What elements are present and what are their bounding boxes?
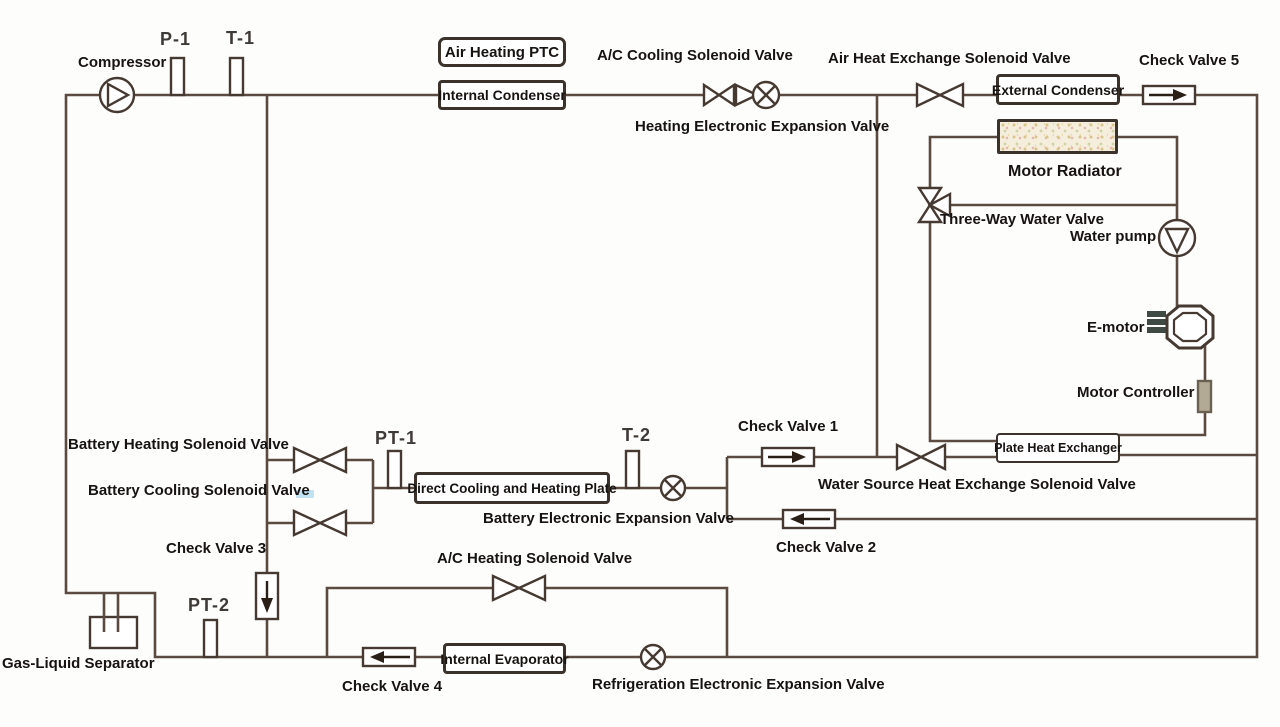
- compressor-symbol: [98, 76, 136, 114]
- check-valve-3-symbol: [254, 571, 280, 621]
- sensor-t2: [624, 449, 641, 490]
- air-heat-exchange-solenoid-valve-symbol: [915, 82, 965, 108]
- water-source-solenoid-valve-symbol: [895, 443, 947, 471]
- heating-eev-label: Heating Electronic Expansion Valve: [635, 118, 890, 135]
- ac-cooling-solenoid-label: A/C Cooling Solenoid Valve: [597, 47, 793, 64]
- gas-liquid-separator-label: Gas-Liquid Separator: [2, 655, 155, 672]
- p1-label: P-1: [160, 29, 192, 49]
- three-way-water-valve-label: Three-Way Water Valve: [940, 211, 1104, 228]
- pt2-label: PT-2: [188, 595, 231, 615]
- gas-liquid-separator-symbol: [88, 615, 139, 650]
- highlight-artifact: [296, 490, 314, 498]
- compressor-label: Compressor: [78, 54, 167, 71]
- check-valve-4-label: Check Valve 4: [342, 678, 443, 695]
- sensor-pt2: [202, 618, 219, 659]
- e-motor-label: E-motor: [1087, 319, 1145, 336]
- separator-tubes: [102, 593, 120, 632]
- check-valve-5-symbol: [1141, 84, 1197, 106]
- three-way-water-valve-symbol: [916, 186, 952, 224]
- motor-radiator-label: Motor Radiator: [1008, 163, 1122, 180]
- check-valve-2-symbol: [781, 508, 837, 530]
- ac-heating-solenoid-label: A/C Heating Solenoid Valve: [437, 550, 633, 567]
- sensor-pt1: [386, 449, 403, 490]
- water-source-solenoid-label: Water Source Heat Exchange Solenoid Valv…: [818, 476, 1136, 493]
- plate-heat-exchanger-box: Plate Heat Exchanger: [994, 433, 1122, 463]
- symbols: [88, 56, 1215, 671]
- water-pump-label: Water pump: [1070, 228, 1157, 245]
- motor-radiator-box: [997, 119, 1118, 154]
- direct-cooling-heating-plate-box: Direct Cooling and Heating Plate: [407, 472, 617, 504]
- ac-cooling-solenoid-valve-symbol: [702, 82, 736, 108]
- battery-heating-solenoid-label: Battery Heating Solenoid Valve: [68, 436, 289, 453]
- sensor-t1: [228, 56, 245, 97]
- water-pump-symbol: [1157, 218, 1197, 258]
- check-valve-1-label: Check Valve 1: [738, 418, 839, 435]
- battery-heating-solenoid-valve-symbol: [292, 446, 348, 474]
- external-condenser-box: External Condenser: [992, 74, 1124, 105]
- air-heat-exchange-solenoid-label: Air Heat Exchange Solenoid Valve: [828, 50, 1071, 67]
- battery-cooling-solenoid-valve-symbol: [292, 509, 348, 537]
- motor-controller-symbol: [1196, 379, 1213, 414]
- refrigeration-eev-symbol: [639, 643, 667, 671]
- internal-evaporator-box: Internal Evaporator: [440, 643, 569, 674]
- check-valve-1-symbol: [760, 446, 816, 468]
- pt1-label: PT-1: [375, 428, 418, 448]
- e-motor-symbol: [1147, 304, 1215, 350]
- refrigeration-eev-label: Refrigeration Electronic Expansion Valve: [592, 676, 885, 693]
- air-heating-ptc-box: Air Heating PTC: [438, 37, 566, 67]
- internal-condenser-box: Internal Condenser: [438, 80, 566, 110]
- t2-label: T-2: [622, 425, 652, 445]
- check-valve-3-label: Check Valve 3: [166, 540, 267, 557]
- check-valve-4-symbol: [361, 646, 417, 668]
- motor-controller-label: Motor Controller: [1077, 384, 1195, 401]
- check-valve-2-label: Check Valve 2: [776, 539, 877, 556]
- ac-heating-solenoid-valve-symbol: [491, 574, 547, 602]
- battery-eev-label: Battery Electronic Expansion Valve: [483, 510, 734, 527]
- heating-eev-symbol: [734, 80, 781, 110]
- sensor-p1: [169, 56, 186, 97]
- battery-cooling-solenoid-label: Battery Cooling Solenoid Valve: [88, 482, 310, 499]
- t1-label: T-1: [226, 28, 256, 48]
- battery-eev-symbol: [659, 474, 687, 502]
- check-valve-5-label: Check Valve 5: [1139, 52, 1240, 69]
